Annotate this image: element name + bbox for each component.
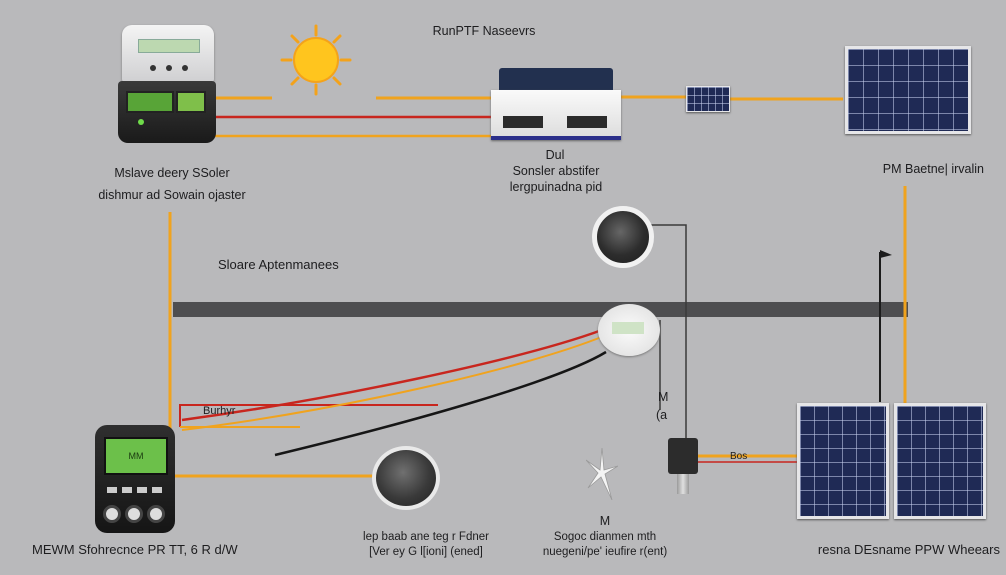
section-label: Sloare Aptenmanees [218, 257, 339, 272]
knob-icon [103, 505, 121, 523]
flag [880, 250, 892, 258]
controller-display [126, 91, 174, 113]
multimeter-caption: MEWM Sfohrecnce PR TT, 6 R d/W [32, 542, 238, 557]
main-bus-rail [173, 302, 908, 317]
wire-red [179, 404, 438, 427]
controller-label-1: Mslave deery SSoler [114, 166, 230, 180]
spark-label-1: M [599, 514, 611, 528]
plug-tag: Bos [730, 451, 748, 462]
round-socket-bottom [372, 446, 440, 510]
solar-panel-top [845, 46, 971, 134]
round-socket-label-2: [Ver ey G l[ioni] (ened] [369, 546, 483, 558]
multimeter-display: MM [104, 437, 168, 475]
diagram-title: RunPTF Naseevrs [432, 24, 536, 38]
probe-label: M [658, 390, 669, 404]
knob-icon [125, 505, 143, 523]
small-solar-panel [686, 86, 730, 112]
wire-red-diagonal [181, 328, 603, 422]
center-meter [598, 304, 660, 356]
sun-icon [280, 24, 352, 96]
round-socket-label-1: lep baab ane teg r Fdner [363, 531, 489, 543]
knob-icon [147, 505, 165, 523]
junction-label-3: lergpuinadna pid [509, 180, 603, 194]
junction-label-1: Dul [545, 148, 565, 162]
wire-black-diagonal [274, 350, 607, 457]
panels-caption: resna DEsname PPW Wheears [817, 542, 1000, 557]
probe-label-2: (a [656, 408, 668, 422]
sensor-plug [668, 438, 698, 494]
junction-label-2: Sonsler abstifer [512, 164, 600, 178]
solar-panel-bottom-right [894, 403, 986, 519]
round-socket-top [592, 206, 654, 268]
charge-controller [118, 25, 216, 143]
wire-orange-diagonal [181, 335, 605, 431]
wire-tag: Burhyr [203, 405, 236, 417]
sensor-wire [645, 224, 687, 440]
multimeter: MM [95, 425, 175, 533]
spark-label-2: Sogoc dianmen mth [553, 531, 657, 543]
controller-label-2: dishmur ad Sowain ojaster [98, 188, 246, 202]
junction-box-mini-panel [499, 68, 613, 94]
spark-icon [586, 448, 618, 500]
spark-label-3: nuegeni/pe' ieufire r(ent) [542, 546, 668, 558]
panel-top-label: PM Baetne| irvalin [882, 162, 984, 176]
junction-box [491, 68, 621, 140]
solar-panel-bottom-left [797, 403, 889, 519]
status-led [138, 119, 144, 125]
